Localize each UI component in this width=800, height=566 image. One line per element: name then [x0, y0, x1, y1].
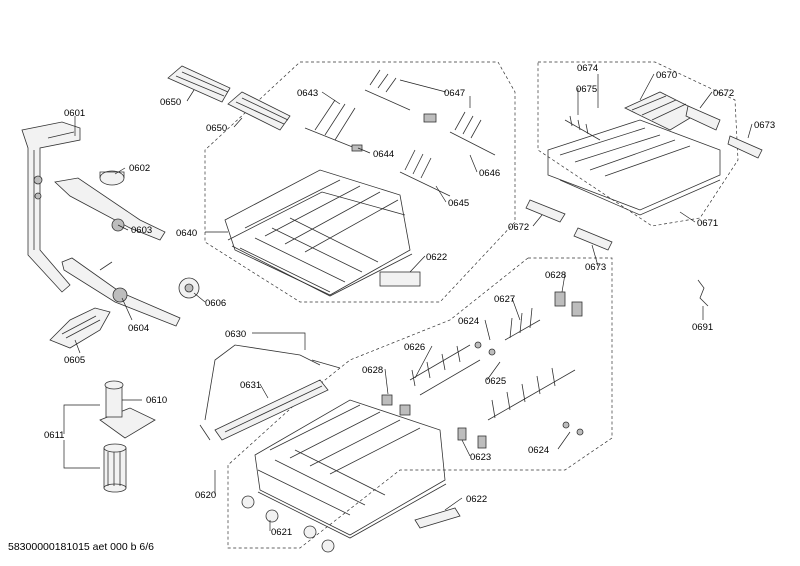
label-0624-upper: 0624: [458, 316, 479, 327]
clip-0691: [697, 279, 709, 307]
lower-rack-wire-0630: [199, 344, 341, 441]
label-0672-upper: 0672: [713, 88, 734, 99]
side-rail-0672-lower: [525, 199, 566, 223]
lower-spray-arm: [61, 257, 181, 327]
tine-row-0675: [564, 115, 601, 141]
label-0628-left: 0628: [362, 365, 383, 376]
label-0672-lower: 0672: [508, 222, 529, 233]
label-0628-right: 0628: [545, 270, 566, 281]
label-0605: 0605: [64, 355, 85, 366]
upper-rack-frame: [547, 119, 721, 216]
tine-row-0627: [504, 307, 541, 341]
label-0627: 0627: [494, 294, 515, 305]
label-0650-upper: 0650: [160, 97, 181, 108]
label-0675: 0675: [576, 84, 597, 95]
lower-basket: [254, 399, 447, 539]
filter-cover: [49, 307, 111, 349]
label-0645: 0645: [448, 198, 469, 209]
label-0611: 0611: [44, 430, 64, 441]
lower-clips: [381, 291, 584, 449]
label-0603: 0603: [131, 225, 152, 236]
label-0670: 0670: [656, 70, 677, 81]
spray-arm-hub: [99, 170, 125, 186]
label-0631: 0631: [240, 380, 261, 391]
wheels-0621: [241, 495, 335, 553]
label-0691: 0691: [692, 322, 713, 333]
spray-arm-feed-pipe: [21, 121, 81, 293]
leader-lines: [63, 73, 753, 531]
upper-basket-group-outline: [204, 61, 516, 303]
label-0602: 0602: [129, 163, 150, 174]
upper-rack-accessory-group-outline: [537, 61, 739, 227]
tine-row-0626: [409, 344, 481, 396]
label-0673-lower: 0673: [585, 262, 606, 273]
label-0625: 0625: [485, 376, 506, 387]
label-0630: 0630: [225, 329, 246, 340]
label-0674: 0674: [577, 63, 598, 74]
handle-0622-lower: [414, 507, 461, 529]
tine-row-0631: [214, 379, 329, 441]
lower-basket-group-outline: [227, 257, 613, 549]
side-rail-0672-upper: [685, 105, 721, 131]
label-0623: 0623: [470, 452, 491, 463]
label-0604: 0604: [128, 323, 149, 334]
label-0622-upper: 0622: [426, 252, 447, 263]
label-0647: 0647: [444, 88, 465, 99]
tine-row-0625: [487, 367, 576, 421]
label-0673-upper: 0673: [754, 120, 775, 131]
part-labels: 0601 0602 0603 0604 0605 0606 0610 0611 …: [44, 63, 775, 538]
label-0624-lower: 0624: [528, 445, 549, 456]
label-0606: 0606: [205, 298, 226, 309]
label-0671: 0671: [697, 218, 718, 229]
label-0650-lower: 0650: [206, 123, 227, 134]
upper-basket: [224, 169, 421, 297]
label-0640: 0640: [176, 228, 197, 239]
label-0644: 0644: [373, 149, 394, 160]
label-0643: 0643: [297, 88, 318, 99]
side-rail-0673-upper: [727, 135, 763, 159]
label-0601: 0601: [64, 108, 85, 119]
filter-assembly: [99, 380, 156, 493]
upper-rack-tines: [304, 69, 496, 197]
label-0610: 0610: [146, 395, 167, 406]
cutlery-tray-lower: [227, 91, 291, 131]
label-0620: 0620: [195, 490, 216, 501]
label-0622-lower: 0622: [466, 494, 487, 505]
document-reference-footer: 58300000181015 aet 000 b 6/6: [8, 541, 154, 553]
cutlery-tray-upper: [167, 65, 231, 103]
label-0621: 0621: [271, 527, 292, 538]
side-rail-0673-lower: [573, 227, 613, 251]
label-0626: 0626: [404, 342, 425, 353]
label-0646: 0646: [479, 168, 500, 179]
